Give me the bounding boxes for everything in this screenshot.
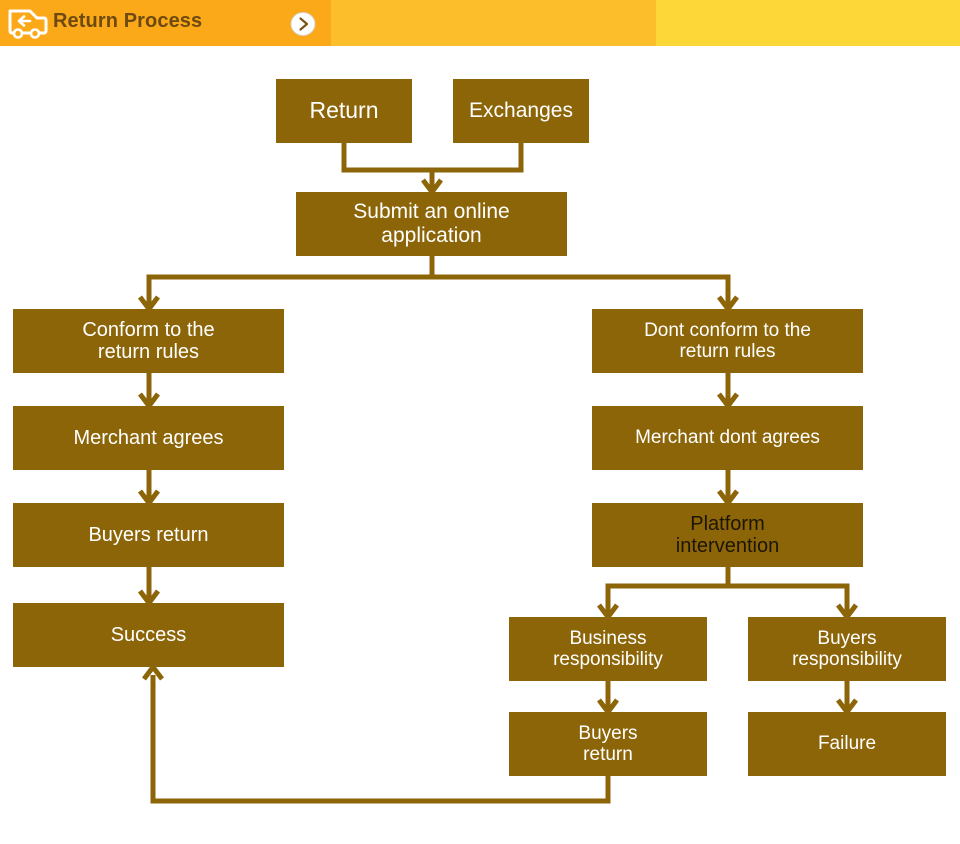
node-buyers-return-left[interactable]: Buyers return [13, 503, 284, 567]
node-label: Buyers return [578, 722, 638, 765]
node-label: Success [110, 623, 187, 646]
page-header: Return Process [0, 0, 960, 46]
node-platform-intervention[interactable]: Platform intervention [592, 503, 863, 567]
node-buyers-return-right[interactable]: Buyers return [509, 712, 707, 776]
node-exchanges[interactable]: Exchanges [453, 79, 589, 143]
node-success[interactable]: Success [13, 603, 284, 667]
node-label: Merchant dont agrees [635, 427, 820, 449]
return-truck-icon [8, 9, 48, 39]
header-band-right [656, 0, 960, 46]
arrowhead [142, 662, 164, 681]
node-business-responsibility[interactable]: Business responsibility [509, 617, 707, 681]
node-label: Buyers responsibility [792, 627, 902, 670]
node-merchant-agrees[interactable]: Merchant agrees [13, 406, 284, 470]
node-label: Buyers return [88, 523, 209, 546]
node-label: Return [309, 97, 379, 124]
node-failure[interactable]: Failure [748, 712, 946, 776]
node-merchant-dont-agrees[interactable]: Merchant dont agrees [592, 406, 863, 470]
node-label: Business responsibility [553, 627, 663, 670]
node-label: Failure [817, 733, 877, 755]
next-chevron-button[interactable] [288, 12, 318, 36]
node-return[interactable]: Return [276, 79, 412, 143]
node-label: Exchanges [469, 99, 573, 123]
node-label: Dont conform to the return rules [644, 319, 811, 362]
node-buyers-responsibility[interactable]: Buyers responsibility [748, 617, 946, 681]
node-label: Conform to the return rules [82, 318, 215, 363]
node-label: Platform intervention [675, 512, 780, 557]
header-band-middle [331, 0, 656, 46]
page-title: Return Process [53, 10, 203, 32]
node-dont-conform-rules[interactable]: Dont conform to the return rules [592, 309, 863, 373]
node-label: Submit an online application [353, 200, 510, 247]
node-submit-application[interactable]: Submit an online application [296, 192, 567, 256]
node-conform-rules[interactable]: Conform to the return rules [13, 309, 284, 373]
node-label: Merchant agrees [73, 426, 224, 449]
header-band-left [0, 0, 331, 46]
